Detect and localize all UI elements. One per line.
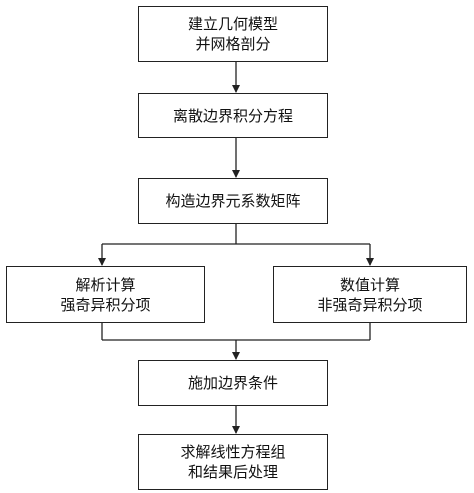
step-numeric-integration-line-2: 非强奇异积分项 <box>317 295 423 314</box>
step-assemble-matrix: 构造边界元系数矩阵 <box>138 178 328 224</box>
step-solve-and-postprocess-line-2: 和结果后处理 <box>187 463 278 481</box>
step-solve-and-postprocess: 求解线性方程组 和结果后处理 <box>138 434 328 490</box>
step-build-geometry-mesh-line-1: 建立几何模型 <box>187 15 278 33</box>
step-analytic-integration-line-2: 强奇异积分项 <box>60 295 151 314</box>
step-solve-and-postprocess-line-1: 求解线性方程组 <box>180 443 286 461</box>
step-apply-boundary-conditions: 施加边界条件 <box>138 360 328 406</box>
step-build-geometry-mesh: 建立几何模型 并网格剖分 <box>138 6 328 62</box>
step-assemble-matrix-label: 构造边界元系数矩阵 <box>165 192 301 210</box>
step-analytic-integration: 解析计算 强奇异积分项 <box>6 266 205 323</box>
step-apply-boundary-conditions-label: 施加边界条件 <box>187 374 278 392</box>
step-analytic-integration-line-1: 解析计算 <box>75 275 136 294</box>
step-numeric-integration: 数值计算 非强奇异积分项 <box>273 266 467 323</box>
step-discretize-bie: 离散边界积分方程 <box>138 93 328 138</box>
step-numeric-integration-line-1: 数值计算 <box>339 275 400 294</box>
step-discretize-bie-label: 离散边界积分方程 <box>172 106 293 125</box>
step-build-geometry-mesh-line-2: 并网格剖分 <box>195 35 271 53</box>
